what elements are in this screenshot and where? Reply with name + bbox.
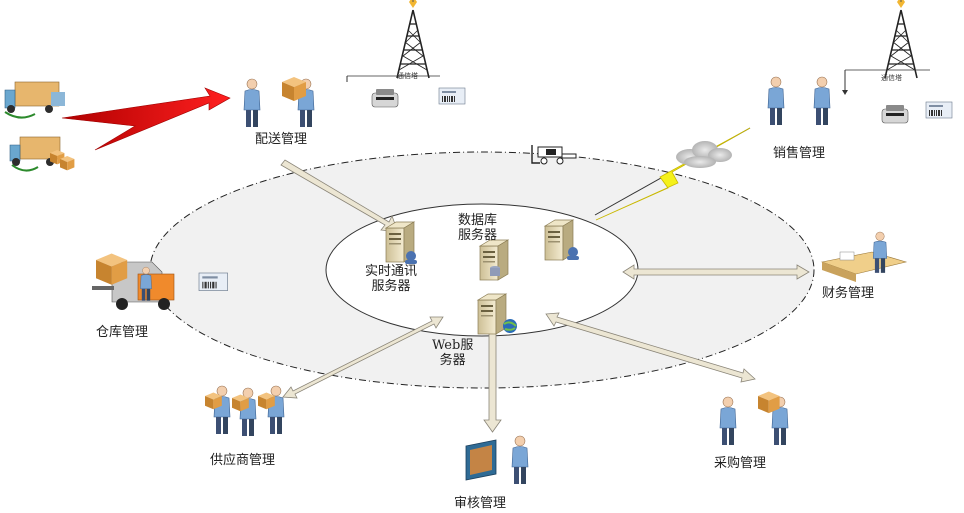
sales-server-icon [544,219,579,261]
supplier-people-icon [205,385,285,437]
finance-desk-icon [820,231,908,282]
label-database-line2: 服务器 [458,228,498,243]
tower-icon-left [396,0,430,79]
arrow-web-to-audit [483,329,502,433]
label-realtime-line2: 服务器 [371,279,411,294]
arrow-supplier [282,316,444,399]
card-icon-warehouse [198,272,229,292]
label-web-line2: 务器 [439,353,466,368]
label-purchase: 采购管理 [714,456,767,471]
label-warehouse: 仓库管理 [96,325,149,340]
audit-monitor-icon [465,435,529,485]
warehouse-forklift-icon [92,253,175,310]
label-audit: 审核管理 [454,496,507,511]
purchase-people-icon [719,391,789,446]
arrow-finance [622,264,810,280]
sales-people-icon [767,76,831,126]
printer-icon-left [371,88,399,108]
label-web-line1: Web服 [432,338,474,353]
label-realtime-server: 实时通讯 服务器 [365,264,417,294]
label-sales: 销售管理 [773,146,826,161]
arrow-purchase [545,312,756,383]
label-tower-right: 通信塔 [881,74,902,82]
label-tower-left: 通信塔 [397,72,418,80]
label-delivery: 配送管理 [255,132,308,147]
label-database-server: 数据库 服务器 [458,213,497,243]
label-finance: 财务管理 [822,286,875,301]
label-web-server: Web服 务器 [432,338,473,368]
web-server-icon [477,293,517,335]
label-supplier: 供应商管理 [210,453,276,468]
card-icon-right [925,101,953,119]
truck-icon-top [4,81,65,119]
printer-icon-right [881,104,909,124]
forklift-icon [531,145,577,165]
label-database-line1: 数据库 [458,213,498,228]
truck-icon-bottom [9,136,75,172]
cloud-icon [676,141,732,168]
connector-arrows [280,127,810,433]
delivery-people-icon [243,77,315,128]
label-realtime-line1: 实时通讯 [365,264,418,279]
tower-icon-right [884,0,918,79]
card-icon-left [438,87,466,105]
realtime-server-icon [385,221,417,264]
database-server-icon [479,239,509,281]
lightning-bolt [595,127,751,221]
red-inbound-arrow [61,87,231,151]
